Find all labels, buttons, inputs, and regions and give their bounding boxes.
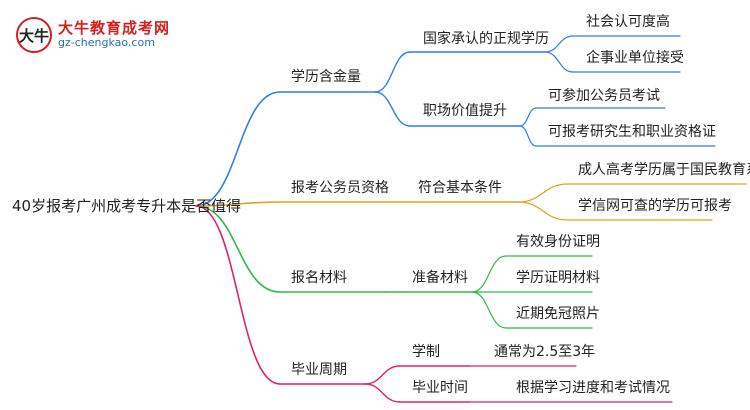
leaf-connector <box>544 35 574 53</box>
leaf-connector <box>519 125 537 147</box>
sub-connector <box>364 365 401 385</box>
leaf-connector <box>517 201 569 221</box>
leaf-topic: 根据学习进度和考试情况 <box>516 380 670 396</box>
leaf-topic: 通常为2.5至3年 <box>494 344 596 360</box>
root-topic: 40岁报考广州成考专升本是否值得 <box>12 197 242 215</box>
leaf-topic: 学历证明材料 <box>516 270 600 286</box>
sub-topic: 国家承认的正规学历 <box>423 31 549 47</box>
branch-label: 学历含金量 <box>291 69 361 85</box>
sub-topic: 毕业时间 <box>412 380 468 396</box>
leaf-connector <box>519 107 537 127</box>
leaf-topic: 有效身份证明 <box>516 234 600 250</box>
sub-topic: 学制 <box>412 344 440 360</box>
branch-label: 报考公务员资格 <box>291 180 389 196</box>
leaf-topic: 社会认可度高 <box>586 14 670 30</box>
sub-topic: 职场价值提升 <box>423 103 507 119</box>
branch-connector <box>195 201 281 207</box>
leaf-connector <box>544 51 574 73</box>
sub-connector <box>374 51 411 93</box>
leaf-connector <box>517 183 569 203</box>
logo-mark-text: 大牛 <box>18 27 49 45</box>
sub-topic: 符合基本条件 <box>418 180 502 196</box>
leaf-topic: 企事业单位接受 <box>586 50 684 66</box>
branch-connector <box>195 205 281 293</box>
leaf-topic: 近期免冠照片 <box>516 306 600 322</box>
logo-title: 大牛教育成考网 <box>58 19 171 37</box>
leaf-topic: 可报考研究生和职业资格证 <box>548 124 716 140</box>
branch-label: 毕业周期 <box>291 362 347 378</box>
branch-label: 报名材料 <box>291 270 347 286</box>
leaf-connector <box>471 291 507 329</box>
branch-connector <box>195 91 281 207</box>
branch-connector <box>195 205 281 385</box>
logo-url: gz-chengkao.com <box>58 36 155 49</box>
sub-topic: 准备材料 <box>412 270 468 286</box>
leaf-topic: 可参加公务员考试 <box>548 88 660 104</box>
logo-emblem: 大牛 <box>16 17 52 53</box>
sub-connector <box>374 91 411 127</box>
site-logo: 大牛 大牛教育成考网 gz-chengkao.com <box>12 14 202 54</box>
leaf-topic: 成人高考学历属于国民教育系列 <box>578 162 750 178</box>
leaf-connector <box>471 255 507 293</box>
sub-connector <box>364 383 401 403</box>
leaf-topic: 学信网可查的学历可报考 <box>578 198 732 214</box>
